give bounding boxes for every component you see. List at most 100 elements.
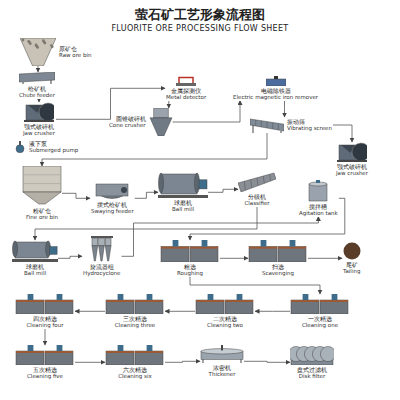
equipment-node: 旋流器组Hydrocyclone [82,236,121,277]
equipment-name-en: Cleaning six [117,373,153,380]
equipment-name-en: Chute feeder [18,92,56,99]
equipment-node: 粗选Roughing [160,240,220,277]
equipment-name-en: Jaw crusher [335,170,369,177]
equipment-name: 球磨机 [25,263,45,270]
equipment-node: 浓密机Thickener [200,345,244,378]
equipment-node: 六次精选Cleaning six [105,345,165,380]
equipment-icon [248,240,308,262]
equipment-name: 原矿仓 [58,45,78,52]
flow-line [45,329,46,346]
label-group: 球磨机Ball mill [23,263,47,277]
equipment-node: 一次精选Cleaning one [290,294,350,329]
equipment-icon [15,294,75,314]
label-group: 颚式破碎机Jaw crusher [22,123,56,137]
equipment-node: 四次精选Cleaning four [15,294,75,329]
flow-line [190,277,320,295]
label-group: 四次精选Cleaning four [26,315,65,329]
equipment-name-en: Roughing [176,270,204,277]
equipment-name: 粗选 [183,263,197,270]
flow-line [168,101,169,109]
label-group: 一次精选Cleaning one [301,315,339,329]
equipment-node: 扫选Scavenging [248,240,308,277]
equipment-name-en: Cleaning two [206,322,244,329]
equipment-icon [105,345,165,365]
label-group: 原矿仓Raw ore bin [58,45,92,59]
flow-line [75,311,105,312]
equipment-node: 原矿仓Raw ore bin [20,38,92,66]
equipment-icon [343,242,361,260]
equipment-node: 分级机Classifier [238,172,276,207]
flow-line [244,361,290,362]
equipment-node: 五次精选Cleaning five [15,345,75,380]
equipment-node: 金属探测仪Metal detector [165,76,207,101]
equipment-name: 振动筛 [286,118,306,125]
equipment-name-en: Cone crusher [108,122,147,129]
equipment-icon [195,294,255,314]
equipment-node: 振动筛Vibrating screen [250,117,333,133]
label-group: 搅拌槽Agitation tank [298,203,339,217]
flow-line [56,88,165,119]
equipment-name-en: Scavenging [261,270,295,277]
equipment-name: 圆锥破碎机 [115,115,147,122]
equipment-name: 球磨机 [173,199,193,206]
equipment-icon [12,240,58,262]
equipment-icon [22,166,62,206]
equipment-node: 颚式破碎机Jaw crusher [22,102,56,137]
flow-line [173,101,240,123]
flow-line [255,311,290,312]
equipment-icon [250,117,284,133]
equipment-node: 搅拌槽Agitation tank [298,180,339,217]
label-group: 六次精选Cleaning six [117,366,153,380]
equipment-node: 尾矿Tailing [342,242,361,275]
label-group: 盘式过滤机Disk filter [296,366,328,380]
equipment-node: 摆式给矿机Swaying feeder [90,182,135,215]
equipment-name: 电磁除铁器 [260,87,292,94]
equipment-name: 粉矿仓 [32,207,52,214]
equipment-name-en: Hydrocyclone [82,270,121,277]
equipment-name: 扫选 [271,263,285,270]
equipment-icon [176,76,196,86]
label-group: 旋流器组Hydrocyclone [82,263,121,277]
flow-line [62,193,90,198]
flow-line [39,99,40,103]
flow-line [135,192,158,198]
equipment-name-en: Ball mill [171,206,195,213]
label-group: 给矿机Chute feeder [18,85,56,99]
equipment-name: 一次精选 [307,315,333,322]
flow-line [208,189,238,192]
equipment-icon [24,102,54,122]
equipment-icon [238,172,276,192]
equipment-name: 四次精选 [32,315,58,322]
equipment-name: 三次精选 [122,315,148,322]
equipment-name-en: Classifier [243,200,270,207]
label-group: 尾矿Tailing [342,261,361,275]
equipment-name: 六次精选 [122,366,148,373]
equipment-icon [149,108,173,136]
flow-line [220,258,248,259]
flow-line [190,198,345,240]
equipment-icon [290,294,350,314]
equipment-name-en: Tailing [342,268,361,275]
equipment-name-en: Agitation tank [298,210,339,217]
equipment-name: 给矿机 [27,85,47,92]
equipment-name-en: Jaw crusher [22,130,56,137]
equipment-name: 五次精选 [32,366,58,373]
equipment-name-en: Cleaning three [114,322,156,329]
label-group: 五次精选Cleaning five [26,366,64,380]
equipment-icon [91,236,113,262]
label-group: 颚式破碎机Jaw crusher [335,163,369,177]
flow-line [165,361,200,362]
label-group: 扫选Scavenging [261,263,295,277]
flow-line [58,256,82,258]
equipment-name-en: Disk filter [298,373,326,380]
equipment-name: 搅拌槽 [308,203,328,210]
equipment-icon [307,180,329,202]
equipment-icon [15,345,75,365]
equipment-icon [105,294,165,314]
equipment-name: 盘式过滤机 [296,366,328,373]
equipment-icon [160,240,220,262]
equipment-node: 三次精选Cleaning three [105,294,165,329]
subtitle: FLUORITE ORE PROCESSING FLOW SHEET [0,24,400,33]
equipment-icon [158,172,208,198]
